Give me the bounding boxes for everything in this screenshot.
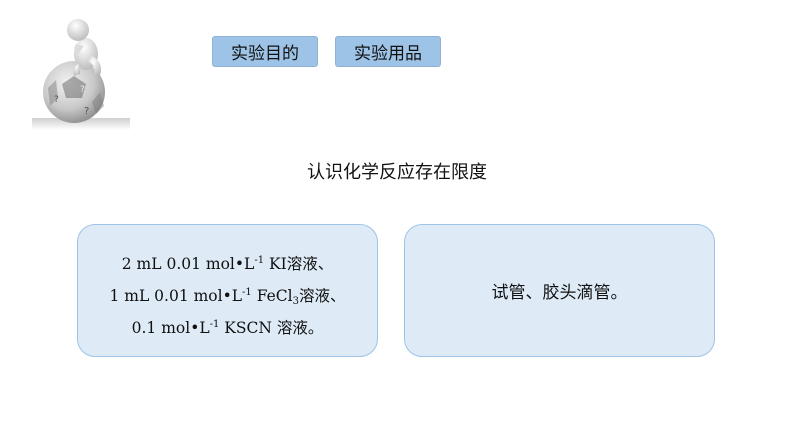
apparatus-text: 试管、胶头滴管。 (491, 283, 628, 303)
tab-experiment-purpose-label: 实验目的 (231, 44, 299, 64)
tab-experiment-purpose[interactable]: 实验目的 (212, 36, 318, 67)
apparatus-card: 试管、胶头滴管。 (404, 224, 715, 357)
reagent-line-ki: 2 mL 0.01 mol•L-1 KI溶液、 (121, 255, 334, 273)
experiment-purpose-text: 认识化学反应存在限度 (307, 162, 487, 183)
svg-text:?: ? (84, 106, 89, 117)
svg-text:?: ? (54, 95, 59, 105)
tab-experiment-materials-label: 实验用品 (354, 44, 422, 64)
reagents-list: 2 mL 0.01 mol•L-1 KI溶液、 1 mL 0.01 mol•L-… (78, 245, 377, 341)
reagent-line-fecl3: 1 mL 0.01 mol•L-1 FeCl3溶液、 (109, 287, 346, 307)
reagent-line-kscn: 0.1 mol•L-1 KSCN 溶液。 (131, 319, 324, 337)
thinking-person-on-ball-icon: ? ? ? (32, 19, 130, 130)
reagents-card: 2 mL 0.01 mol•L-1 KI溶液、 1 mL 0.01 mol•L-… (77, 224, 378, 357)
svg-text:?: ? (80, 85, 85, 95)
tab-experiment-materials[interactable]: 实验用品 (335, 36, 441, 67)
